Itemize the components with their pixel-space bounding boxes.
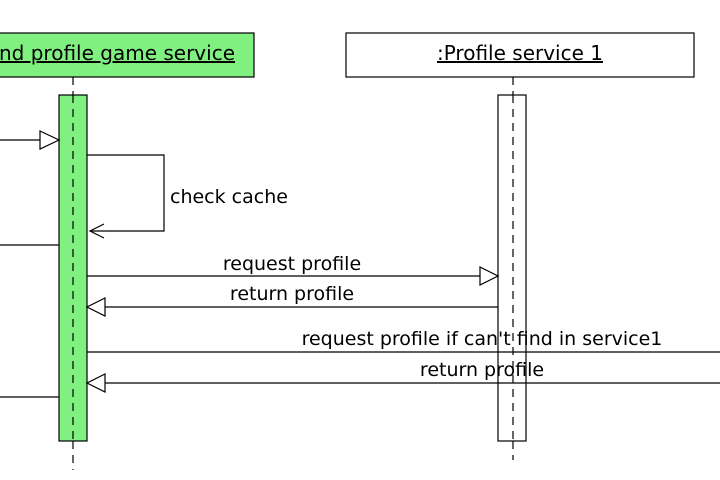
self-call-loop [87,154,165,232]
incoming-call-arrowhead [39,130,61,150]
self-call-arrowhead [88,223,105,239]
return-fallback-arrowhead [85,373,106,393]
request-profile-label: request profile [223,253,361,275]
return-profile-label: return profile [230,283,354,305]
request-profile-arrowhead [479,266,500,286]
self-call-label: check cache [170,186,288,208]
return-profile-arrowhead [85,297,106,317]
request-fallback-label: request profile if can't find in service… [302,328,663,350]
profile-service-header-box [345,32,695,78]
profile-service-header-title: :Profile service 1 [437,41,603,65]
profile-service-activation-bar [497,94,527,442]
game-service-header-box [0,32,255,78]
game-service-header-title: nd profile game service [0,41,235,65]
return-fallback-label: return profile [420,359,544,381]
